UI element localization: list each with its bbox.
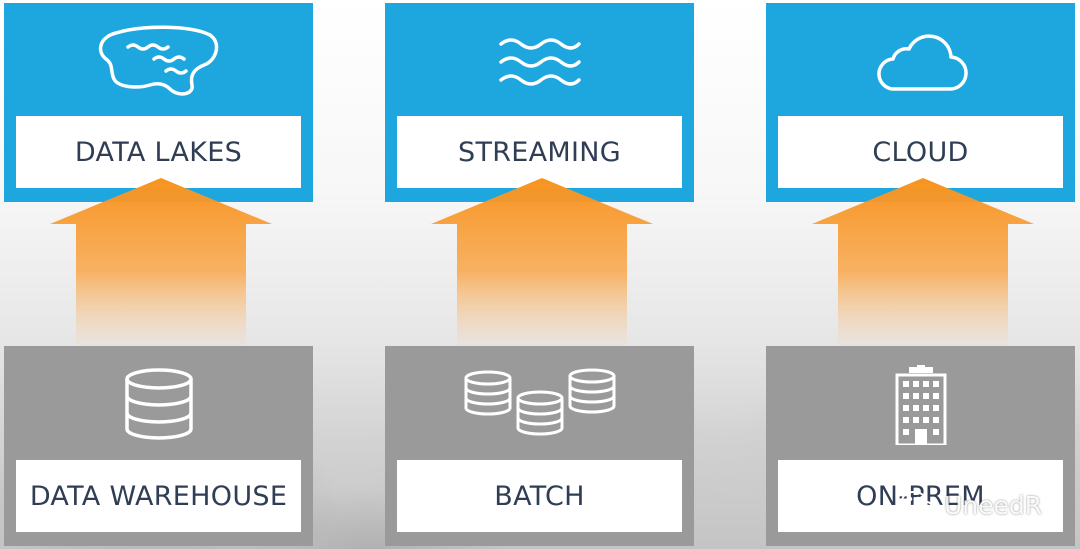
on-prem-box: ON-PREM: [766, 346, 1075, 546]
cloud-icon: [766, 21, 1075, 103]
arrow-up-1: [50, 178, 272, 348]
data-warehouse-label: DATA WAREHOUSE: [16, 460, 301, 532]
cloud-label: CLOUD: [778, 116, 1063, 188]
arrow-up-3: [812, 178, 1034, 348]
building-icon: [766, 364, 1075, 446]
streaming-box: STREAMING: [385, 3, 694, 202]
databases-icon: [385, 364, 694, 446]
database-icon: [4, 364, 313, 446]
data-warehouse-box: DATA WAREHOUSE: [4, 346, 313, 546]
streaming-label: STREAMING: [397, 116, 682, 188]
wechat-icon: [901, 491, 935, 518]
batch-box: BATCH: [385, 346, 694, 546]
batch-label: BATCH: [397, 460, 682, 532]
column-cloud: CLOUD: [766, 0, 1079, 549]
watermark-text: UneedR: [944, 490, 1043, 520]
waves-icon: [385, 21, 694, 103]
arrow-up-2: [431, 178, 653, 348]
column-data-lakes: DATA LAKES DATA WAREHOUSE: [4, 0, 317, 549]
column-streaming: STREAMING: [385, 0, 698, 549]
data-lakes-box: DATA LAKES: [4, 3, 313, 202]
on-prem-label: ON-PREM: [778, 460, 1063, 532]
cloud-box: CLOUD: [766, 3, 1075, 202]
data-lakes-label: DATA LAKES: [16, 116, 301, 188]
watermark: UneedR: [900, 480, 1070, 530]
lake-icon: [4, 21, 313, 103]
